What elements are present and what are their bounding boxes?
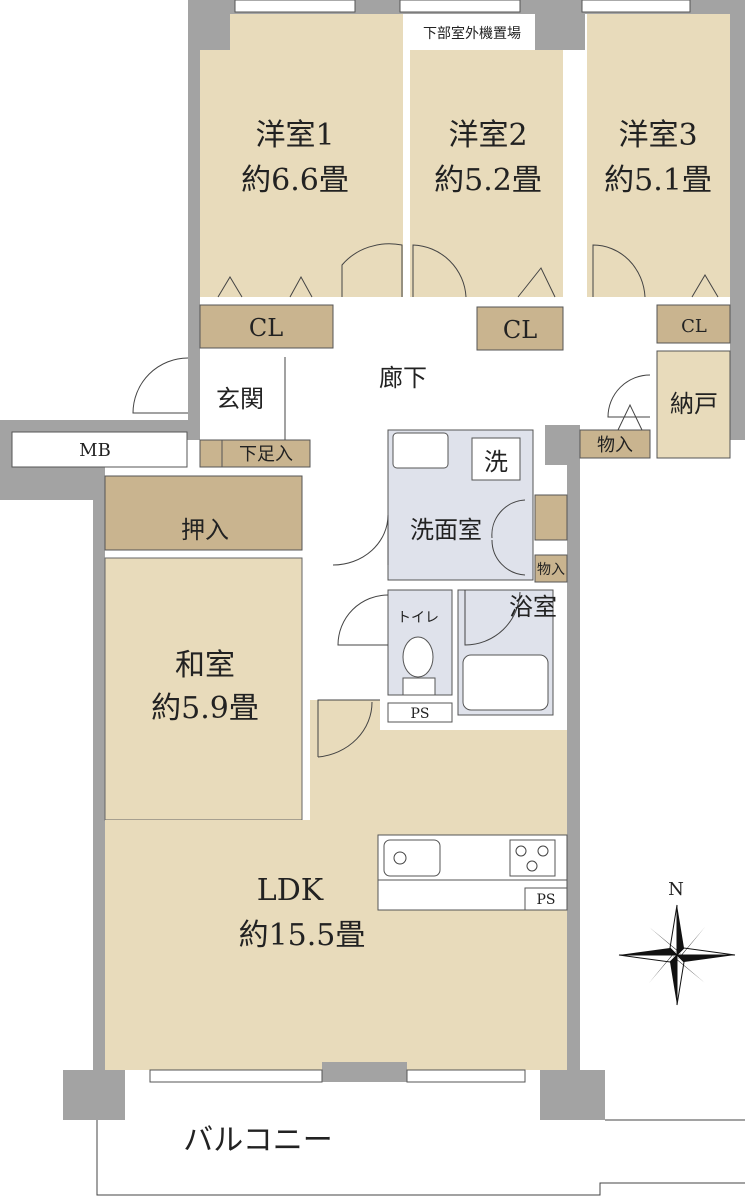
closet-label: CL bbox=[249, 314, 283, 342]
room-name: LDK bbox=[257, 873, 324, 908]
entrance: 玄関 bbox=[132, 357, 286, 440]
storage-2: 物入 bbox=[534, 494, 568, 583]
closet-label: CL bbox=[503, 316, 537, 344]
outdoor-unit-label: 下部室外機置場 bbox=[423, 25, 521, 42]
room-size: 約6.6畳 bbox=[241, 163, 349, 198]
washer-space bbox=[471, 437, 521, 481]
storage-room-label: 納戸 bbox=[670, 390, 718, 418]
toilet: トイレ PS bbox=[337, 589, 453, 723]
balcony-label: バルコニー bbox=[183, 1123, 332, 1158]
storage-label: 物入 bbox=[537, 562, 565, 578]
room-size: 約5.1畳 bbox=[604, 163, 712, 198]
mb-label: MB bbox=[79, 440, 111, 461]
room-name: 洋室2 bbox=[448, 118, 527, 153]
washroom-label: 洗面室 bbox=[410, 516, 482, 544]
entrance-label: 玄関 bbox=[216, 385, 264, 413]
windows-top bbox=[234, 0, 691, 13]
storage-room: 納戸 bbox=[656, 350, 731, 459]
stove-icon bbox=[509, 839, 556, 877]
bathroom: 浴室 bbox=[457, 589, 557, 716]
washroom: 洗 洗面室 bbox=[332, 429, 534, 581]
washbasin-icon bbox=[392, 432, 449, 469]
room-name: 洋室3 bbox=[618, 118, 697, 153]
closet-label: CL bbox=[681, 316, 707, 337]
sink-icon bbox=[383, 839, 441, 877]
mb: MB bbox=[11, 431, 188, 468]
room-size: 約5.9畳 bbox=[151, 691, 259, 726]
storage-1: 物入 bbox=[579, 374, 651, 459]
closet-3: CL bbox=[656, 304, 731, 344]
hallway-label: 廊下 bbox=[379, 364, 427, 392]
shoe-box-label: 下足入 bbox=[239, 444, 293, 465]
room-name: 洋室1 bbox=[255, 118, 334, 153]
closet-2: CL bbox=[476, 306, 564, 351]
room-name: 和室 bbox=[175, 648, 235, 683]
storage-label: 物入 bbox=[597, 435, 633, 456]
ps-label: PS bbox=[536, 892, 555, 908]
western-room-3: 洋室3 約5.1畳 bbox=[587, 14, 730, 298]
closet-1: CL bbox=[199, 304, 334, 349]
japanese-room: 和室 約5.9畳 bbox=[104, 557, 303, 821]
bathtub-icon bbox=[462, 654, 549, 711]
oshiire: 押入 bbox=[104, 475, 303, 551]
western-room-1: 洋室1 約6.6畳 bbox=[200, 14, 403, 298]
room-size: 約5.2畳 bbox=[434, 163, 542, 198]
kitchen-counter: PS bbox=[377, 834, 568, 911]
ps-label: PS bbox=[410, 706, 429, 722]
compass-icon bbox=[618, 904, 736, 1006]
ldk: LDK 約15.5畳 bbox=[105, 699, 567, 1070]
shoe-box: 下足入 bbox=[199, 439, 311, 468]
room-size: 約15.5畳 bbox=[239, 918, 366, 953]
oshiire-label: 押入 bbox=[181, 516, 229, 544]
toilet-label: トイレ bbox=[397, 610, 439, 626]
western-room-2: 洋室2 約5.2畳 bbox=[410, 50, 563, 298]
balcony: バルコニー bbox=[63, 1062, 745, 1196]
washer-label: 洗 bbox=[484, 448, 508, 476]
bath-label: 浴室 bbox=[509, 593, 557, 621]
toilet-icon bbox=[402, 636, 434, 678]
north-label: N bbox=[668, 879, 684, 900]
outdoor-unit-area: 下部室外機置場 bbox=[410, 14, 535, 50]
